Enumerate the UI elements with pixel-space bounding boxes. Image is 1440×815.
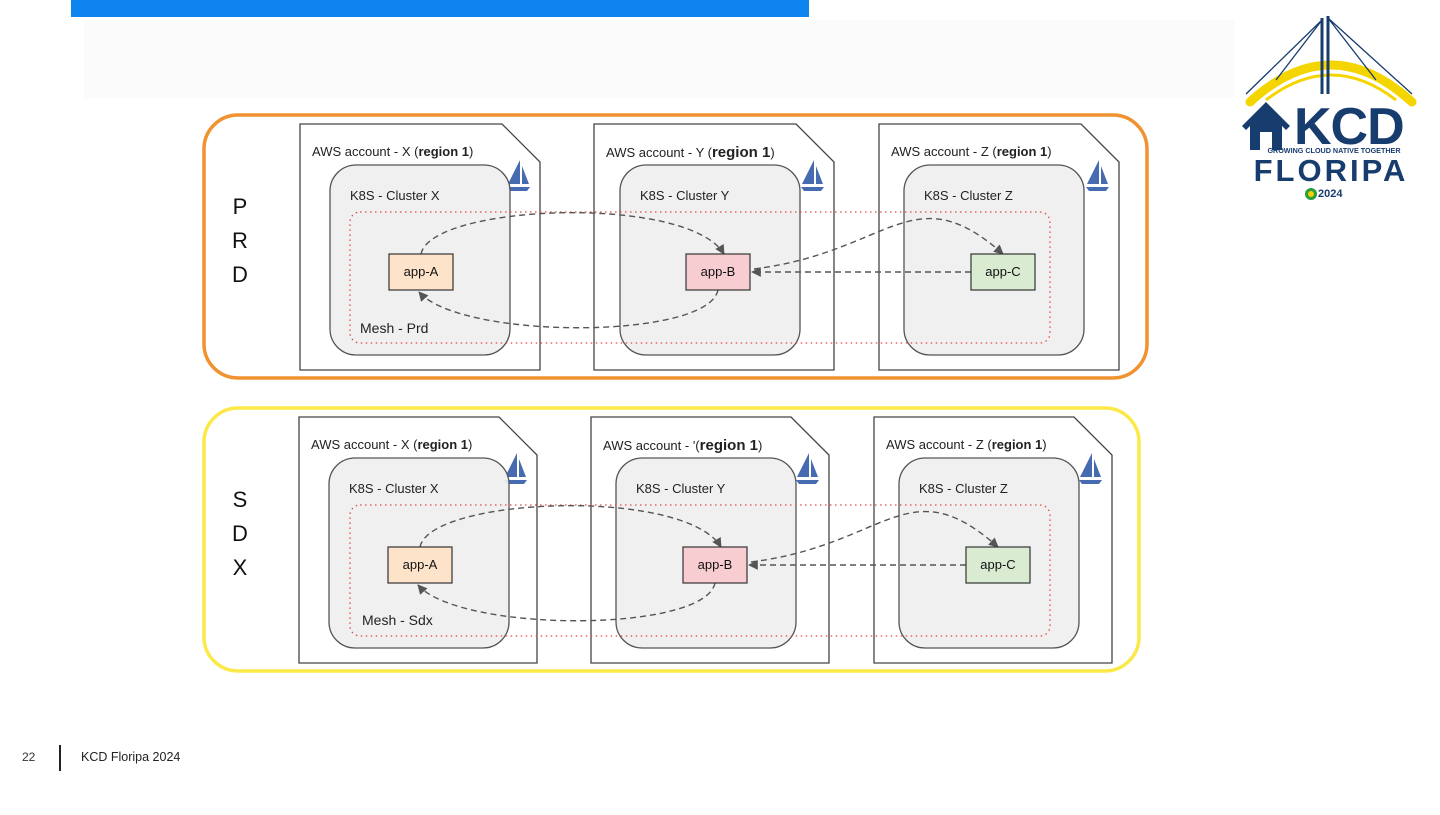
aws-account-label-part: ) (758, 438, 763, 453)
logo-tagline: GROWING CLOUD NATIVE TOGETHER (1267, 146, 1401, 155)
aws-account-label-part: AWS account - X ( (312, 144, 419, 159)
aws-account-label-part: ) (1047, 144, 1052, 159)
service-mesh-boundary (349, 211, 1051, 344)
mesh-label: Mesh - Sdx (362, 612, 433, 628)
logo-year: 2024 (1318, 188, 1343, 200)
app-label: app-A (403, 264, 439, 279)
k8s-cluster-label: K8S - Cluster Y (636, 481, 726, 496)
aws-account-label-part: AWS account - '( (603, 438, 700, 453)
logo-kcd-text: KCD (1294, 98, 1405, 156)
arrow-b-to-a (418, 289, 719, 329)
app-label: app-A (402, 557, 438, 572)
k8s-cluster-label: K8S - Cluster X (350, 188, 440, 203)
footer-text: KCD Floripa 2024 (81, 750, 181, 764)
aws-account-label-part: AWS account - X ( (311, 437, 418, 452)
aws-account-label-part: region 1 (418, 144, 470, 159)
aws-account-label: AWS account - X (region 1) (312, 144, 473, 159)
app-box (387, 546, 453, 584)
app-label: app-B (700, 264, 736, 279)
arrow-a-to-b (420, 212, 725, 255)
header-accent-bar (71, 0, 809, 17)
aws-account-label: AWS account - Z (region 1) (886, 437, 1047, 452)
k8s-cluster-label: K8S - Cluster X (349, 481, 439, 496)
aws-account-label: AWS account - Z (region 1) (891, 144, 1052, 159)
bridge-icon (1245, 16, 1417, 107)
kcd-floripa-logo: KCD GROWING CLOUD NATIVE TOGETHER FLORIP… (1236, 10, 1426, 210)
aws-account-label-part: ) (1042, 437, 1047, 452)
app-box (970, 253, 1036, 291)
istio-sail-icon (801, 160, 824, 191)
logo-city: FLORIPA (1253, 153, 1409, 188)
environment-letter: P (232, 194, 248, 219)
app-label: app-C (980, 557, 1016, 572)
istio-sail-icon (507, 160, 530, 191)
app-box (682, 546, 748, 584)
mesh-label: Mesh - Prd (360, 320, 429, 336)
istio-sail-icon (504, 453, 527, 484)
aws-account-label-part: ) (770, 145, 775, 160)
page-number: 22 (22, 750, 36, 764)
aws-account-label-part: region 1 (991, 437, 1043, 452)
logo-main-row: KCD (1236, 98, 1426, 156)
service-mesh-boundary (349, 504, 1051, 637)
hands-icon (1242, 102, 1290, 150)
environment-frame (202, 406, 1141, 673)
app-box (965, 546, 1031, 584)
arrow-a-to-b (419, 505, 722, 548)
istio-sail-icon (796, 453, 819, 484)
app-label: app-B (697, 557, 733, 572)
environment-letter: D (232, 262, 248, 287)
environment-letter: X (232, 555, 248, 580)
aws-account-label-part: AWS account - Y ( (606, 145, 712, 160)
arrow-b-to-a (417, 582, 716, 622)
aws-account-label-part: region 1 (699, 437, 758, 454)
aws-account-label: AWS account - X (region 1) (311, 437, 472, 452)
environment-letter: R (232, 228, 248, 253)
aws-account-label-part: region 1 (417, 437, 469, 452)
istio-sail-icon (1086, 160, 1109, 191)
aws-account-label: AWS account - Y (region 1) (606, 144, 775, 161)
app-label: app-C (985, 264, 1021, 279)
aws-account-label-part: region 1 (996, 144, 1048, 159)
k8s-cluster-label: K8S - Cluster Z (924, 188, 1013, 203)
aws-account-label: AWS account - '(region 1) (603, 437, 762, 454)
environment-frame (202, 113, 1149, 380)
aws-account-label-part: ) (468, 437, 473, 452)
app-box (388, 253, 454, 291)
environment-letter: D (232, 521, 248, 546)
brazil-flag-icon (1305, 188, 1317, 200)
app-box (685, 253, 751, 291)
istio-sail-icon (1079, 453, 1102, 484)
k8s-cluster-label: K8S - Cluster Y (640, 188, 730, 203)
aws-account-label-part: ) (469, 144, 474, 159)
aws-account-label-part: region 1 (711, 144, 771, 161)
environment-letter: S (232, 487, 248, 512)
footer-separator (59, 745, 61, 771)
aws-account-label-part: AWS account - Z ( (886, 437, 992, 452)
arrow-b-to-c (750, 510, 999, 563)
k8s-cluster-label: K8S - Cluster Z (919, 481, 1008, 496)
title-area (84, 20, 1234, 98)
aws-account-label-part: AWS account - Z ( (891, 144, 997, 159)
